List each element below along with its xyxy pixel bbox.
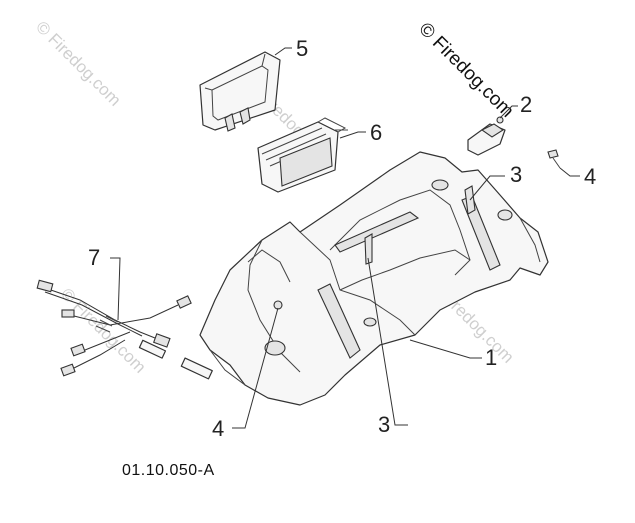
leader-6 (339, 131, 366, 139)
callout-3-top: 3 (510, 162, 522, 187)
callout-4-right: 4 (584, 164, 596, 189)
part-2-switch (467, 116, 506, 156)
part-4-screw-left (273, 300, 283, 310)
leader-1 (409, 339, 482, 359)
part-6-display (257, 117, 348, 193)
diagram-caption: 01.10.050-A (122, 462, 215, 479)
leader-4-left (232, 307, 279, 429)
callout-7: 7 (88, 245, 100, 270)
callout-3-bottom: 3 (378, 412, 390, 437)
watermark-bottom-left: © Firedog.com (57, 284, 149, 376)
callout-2: 2 (520, 92, 532, 117)
leader-lines (110, 47, 580, 429)
callouts: 1 2 3 4 5 6 7 4 3 (88, 36, 596, 441)
leader-3-top (469, 175, 505, 201)
leader-5 (274, 47, 292, 56)
leader-2 (499, 105, 518, 119)
leader-3-bottom (367, 257, 408, 426)
part-7-wiring-harness (36, 279, 213, 380)
part-1-housing (199, 151, 549, 406)
part-3-clip-center (364, 233, 373, 265)
callout-1: 1 (485, 345, 497, 370)
part-5-bezel (199, 51, 281, 132)
leader-4-right (559, 167, 580, 177)
watermark-left: © Firedog.com (32, 17, 124, 109)
watermark-corner: © Firedog.com (414, 19, 517, 122)
callout-5: 5 (296, 36, 308, 61)
callout-6: 6 (370, 120, 382, 145)
leader-7 (110, 257, 121, 321)
callout-4-left: 4 (212, 416, 224, 441)
part-4-screw-right (547, 149, 561, 169)
